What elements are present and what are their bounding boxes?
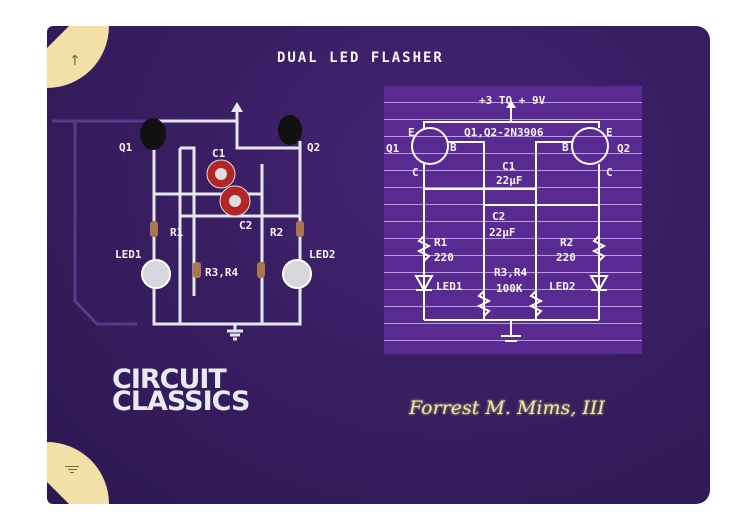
label-r3r4: R3,R4 <box>205 266 239 279</box>
board-title: DUAL LED FLASHER <box>277 50 444 66</box>
schem-c2pin-label: C <box>606 166 613 179</box>
schem-r34-value: 100K <box>496 282 523 295</box>
schem-r34-name: R3,R4 <box>494 266 528 279</box>
schem-cap1-value: 22µF <box>496 174 523 187</box>
schem-b2-label: B <box>562 141 569 154</box>
schem-led1-label: LED1 <box>436 280 463 293</box>
logo-line-2: CLASSICS <box>112 386 250 417</box>
label-q2: Q2 <box>307 141 321 154</box>
pcb-board: ↑ DUAL LED FLASHER <box>47 26 710 504</box>
label-r1: R1 <box>170 226 184 239</box>
schem-c1pin-label: C <box>412 166 419 179</box>
schem-q1-label: Q1 <box>386 142 400 155</box>
schem-transistor-label: Q1,Q2-2N3906 <box>464 126 544 139</box>
label-r2: R2 <box>270 226 284 239</box>
schem-led2-label: LED2 <box>549 280 576 293</box>
schem-r2-value: 220 <box>556 251 576 264</box>
circuit-traces <box>52 102 312 341</box>
schematic-lines <box>411 100 609 342</box>
logo-line-1: CIRCUIT <box>112 364 227 395</box>
label-c1: C1 <box>212 147 226 160</box>
schem-r1-name: R1 <box>434 236 448 249</box>
label-c2: C2 <box>239 219 253 232</box>
label-led2: LED2 <box>309 248 336 261</box>
schem-r1-value: 220 <box>434 251 454 264</box>
schem-supply-label: +3 TO + 9V <box>479 94 546 107</box>
schem-cap2-value: 22µF <box>489 226 516 239</box>
circuit-classics-logo: CIRCUIT CLASSICS <box>112 364 250 417</box>
schem-q2-label: Q2 <box>617 142 631 155</box>
up-arrow-icon: ↑ <box>69 53 81 69</box>
schem-cap1-name: C1 <box>502 160 516 173</box>
schem-e2-label: E <box>606 126 613 139</box>
ground-icon <box>65 464 79 475</box>
schem-e1-label: E <box>408 126 415 139</box>
label-led1: LED1 <box>115 248 142 261</box>
schem-r2-name: R2 <box>560 236 574 249</box>
schematic-panel: +3 TO + 9V Q1,Q2-2N3906 Q1 Q2 E B C E B … <box>384 86 642 354</box>
schem-b1-label: B <box>450 141 457 154</box>
label-q1: Q1 <box>119 141 133 154</box>
schem-cap2-name: C2 <box>492 210 506 223</box>
signature: Forrest M. Mims, III <box>409 397 605 419</box>
